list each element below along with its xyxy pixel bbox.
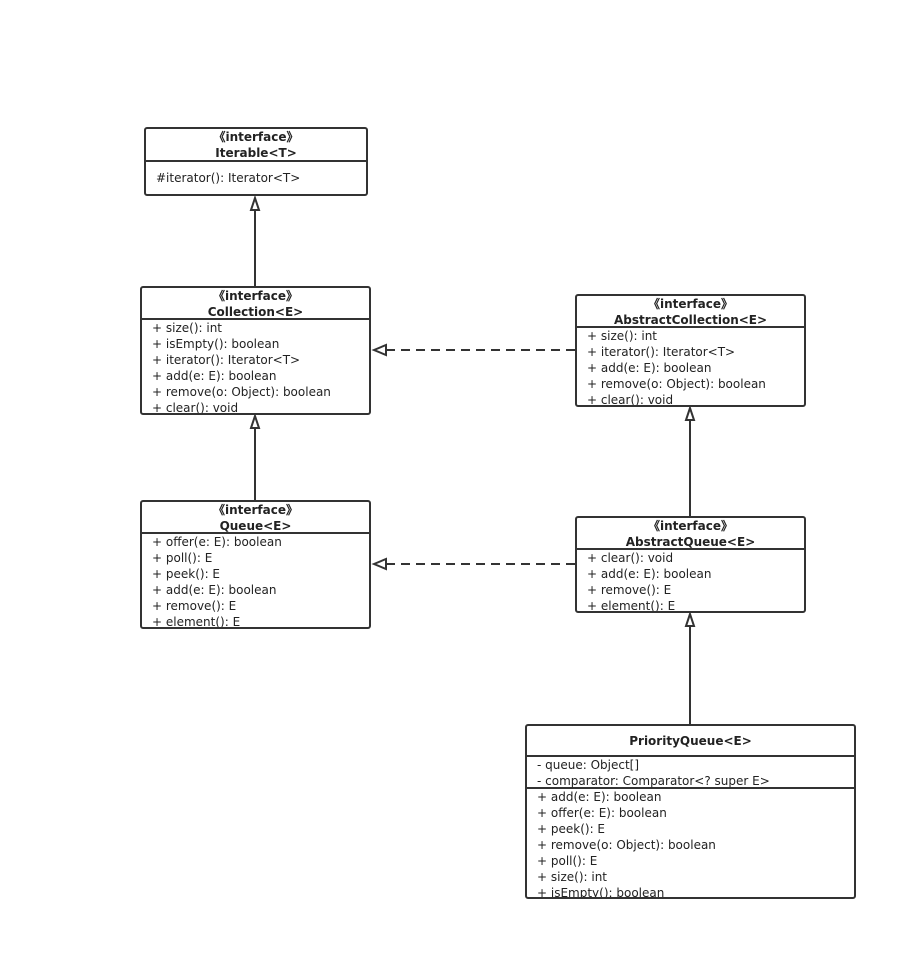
method-entry: + isEmpty(): boolean (537, 886, 665, 899)
method-entry: + size(): int (152, 321, 223, 335)
method-entry: + clear(): void (587, 393, 674, 407)
class-header: 《interface》 Iterable<T> (146, 129, 366, 162)
method-entry: + peek(): E (537, 822, 606, 836)
method-entry: + remove(): E (152, 599, 237, 613)
method-entry: + element(): E (587, 599, 676, 613)
field-entry: - comparator: Comparator<? super E> (537, 774, 770, 788)
method-entry: + size(): int (587, 329, 658, 343)
class-header: PriorityQueue<E> (527, 726, 854, 757)
class-box-priority-queue[interactable]: PriorityQueue<E> - queue: Object[] - com… (525, 724, 856, 899)
method-entry: + poll(): E (152, 551, 213, 565)
stereotype-label: 《interface》 (212, 503, 299, 517)
class-header: 《interface》 Collection<E> (142, 288, 369, 320)
method-entry: + remove(o: Object): boolean (152, 385, 331, 399)
method-entry: + poll(): E (537, 854, 598, 868)
method-entry: + add(e: E): boolean (587, 567, 712, 581)
class-name: AbstractQueue<E> (625, 535, 756, 549)
stereotype-label: 《interface》 (647, 519, 734, 533)
inheritance-arrowhead (249, 412, 261, 429)
realization-arrowhead (371, 343, 387, 357)
method-section: + offer(e: E): boolean + poll(): E + pee… (142, 534, 369, 629)
inheritance-arrowhead (249, 194, 261, 211)
realization-arrowhead (371, 557, 387, 571)
class-name: AbstractCollection<E> (613, 313, 768, 327)
method-entry: + clear(): void (587, 551, 674, 565)
method-entry: + iterator(): Iterator<T> (152, 353, 301, 367)
method-section: + size(): int + isEmpty(): boolean + ite… (142, 320, 369, 415)
method-entry: + add(e: E): boolean (537, 790, 662, 804)
class-name: Queue<E> (219, 519, 292, 533)
method-entry: + offer(e: E): boolean (152, 535, 282, 549)
method-entry: + remove(o: Object): boolean (537, 838, 716, 852)
field-section: - queue: Object[] - comparator: Comparat… (527, 757, 854, 789)
method-entry: + remove(o: Object): boolean (587, 377, 766, 391)
class-box-abstract-collection[interactable]: 《interface》 AbstractCollection<E> + size… (575, 294, 806, 407)
class-name: Collection<E> (207, 305, 304, 319)
class-header: 《interface》 Queue<E> (142, 502, 369, 534)
inheritance-arrowhead (684, 404, 696, 421)
method-section: #iterator(): Iterator<T> (146, 162, 366, 186)
method-entry: + element(): E (152, 615, 241, 629)
method-entry: + offer(e: E): boolean (537, 806, 667, 820)
stereotype-label: 《interface》 (212, 289, 299, 303)
class-header: 《interface》 AbstractQueue<E> (577, 518, 804, 550)
method-entry: + iterator(): Iterator<T> (587, 345, 736, 359)
method-entry: + remove(): E (587, 583, 672, 597)
method-section: + size(): int + iterator(): Iterator<T> … (577, 328, 804, 407)
method-entry: + clear(): void (152, 401, 239, 415)
method-entry: + isEmpty(): boolean (152, 337, 280, 351)
class-box-iterable[interactable]: 《interface》 Iterable<T> #iterator(): Ite… (144, 127, 368, 196)
class-box-queue[interactable]: 《interface》 Queue<E> + offer(e: E): bool… (140, 500, 371, 629)
stereotype-label: 《interface》 (647, 297, 734, 311)
method-entry: + peek(): E (152, 567, 221, 581)
method-entry: #iterator(): Iterator<T> (156, 171, 301, 185)
class-header: 《interface》 AbstractCollection<E> (577, 296, 804, 328)
method-entry: + add(e: E): boolean (152, 583, 277, 597)
method-section: + add(e: E): boolean + offer(e: E): bool… (527, 789, 854, 899)
inheritance-arrowhead (684, 610, 696, 627)
method-section: + clear(): void + add(e: E): boolean + r… (577, 550, 804, 613)
stereotype-label: 《interface》 (213, 130, 299, 144)
field-entry: - queue: Object[] (537, 758, 640, 772)
class-box-abstract-queue[interactable]: 《interface》 AbstractQueue<E> + clear(): … (575, 516, 806, 613)
class-name: Iterable<T> (215, 146, 297, 160)
method-entry: + add(e: E): boolean (587, 361, 712, 375)
class-name: PriorityQueue<E> (629, 734, 752, 748)
class-box-collection[interactable]: 《interface》 Collection<E> + size(): int … (140, 286, 371, 415)
method-entry: + size(): int (537, 870, 608, 884)
method-entry: + add(e: E): boolean (152, 369, 277, 383)
